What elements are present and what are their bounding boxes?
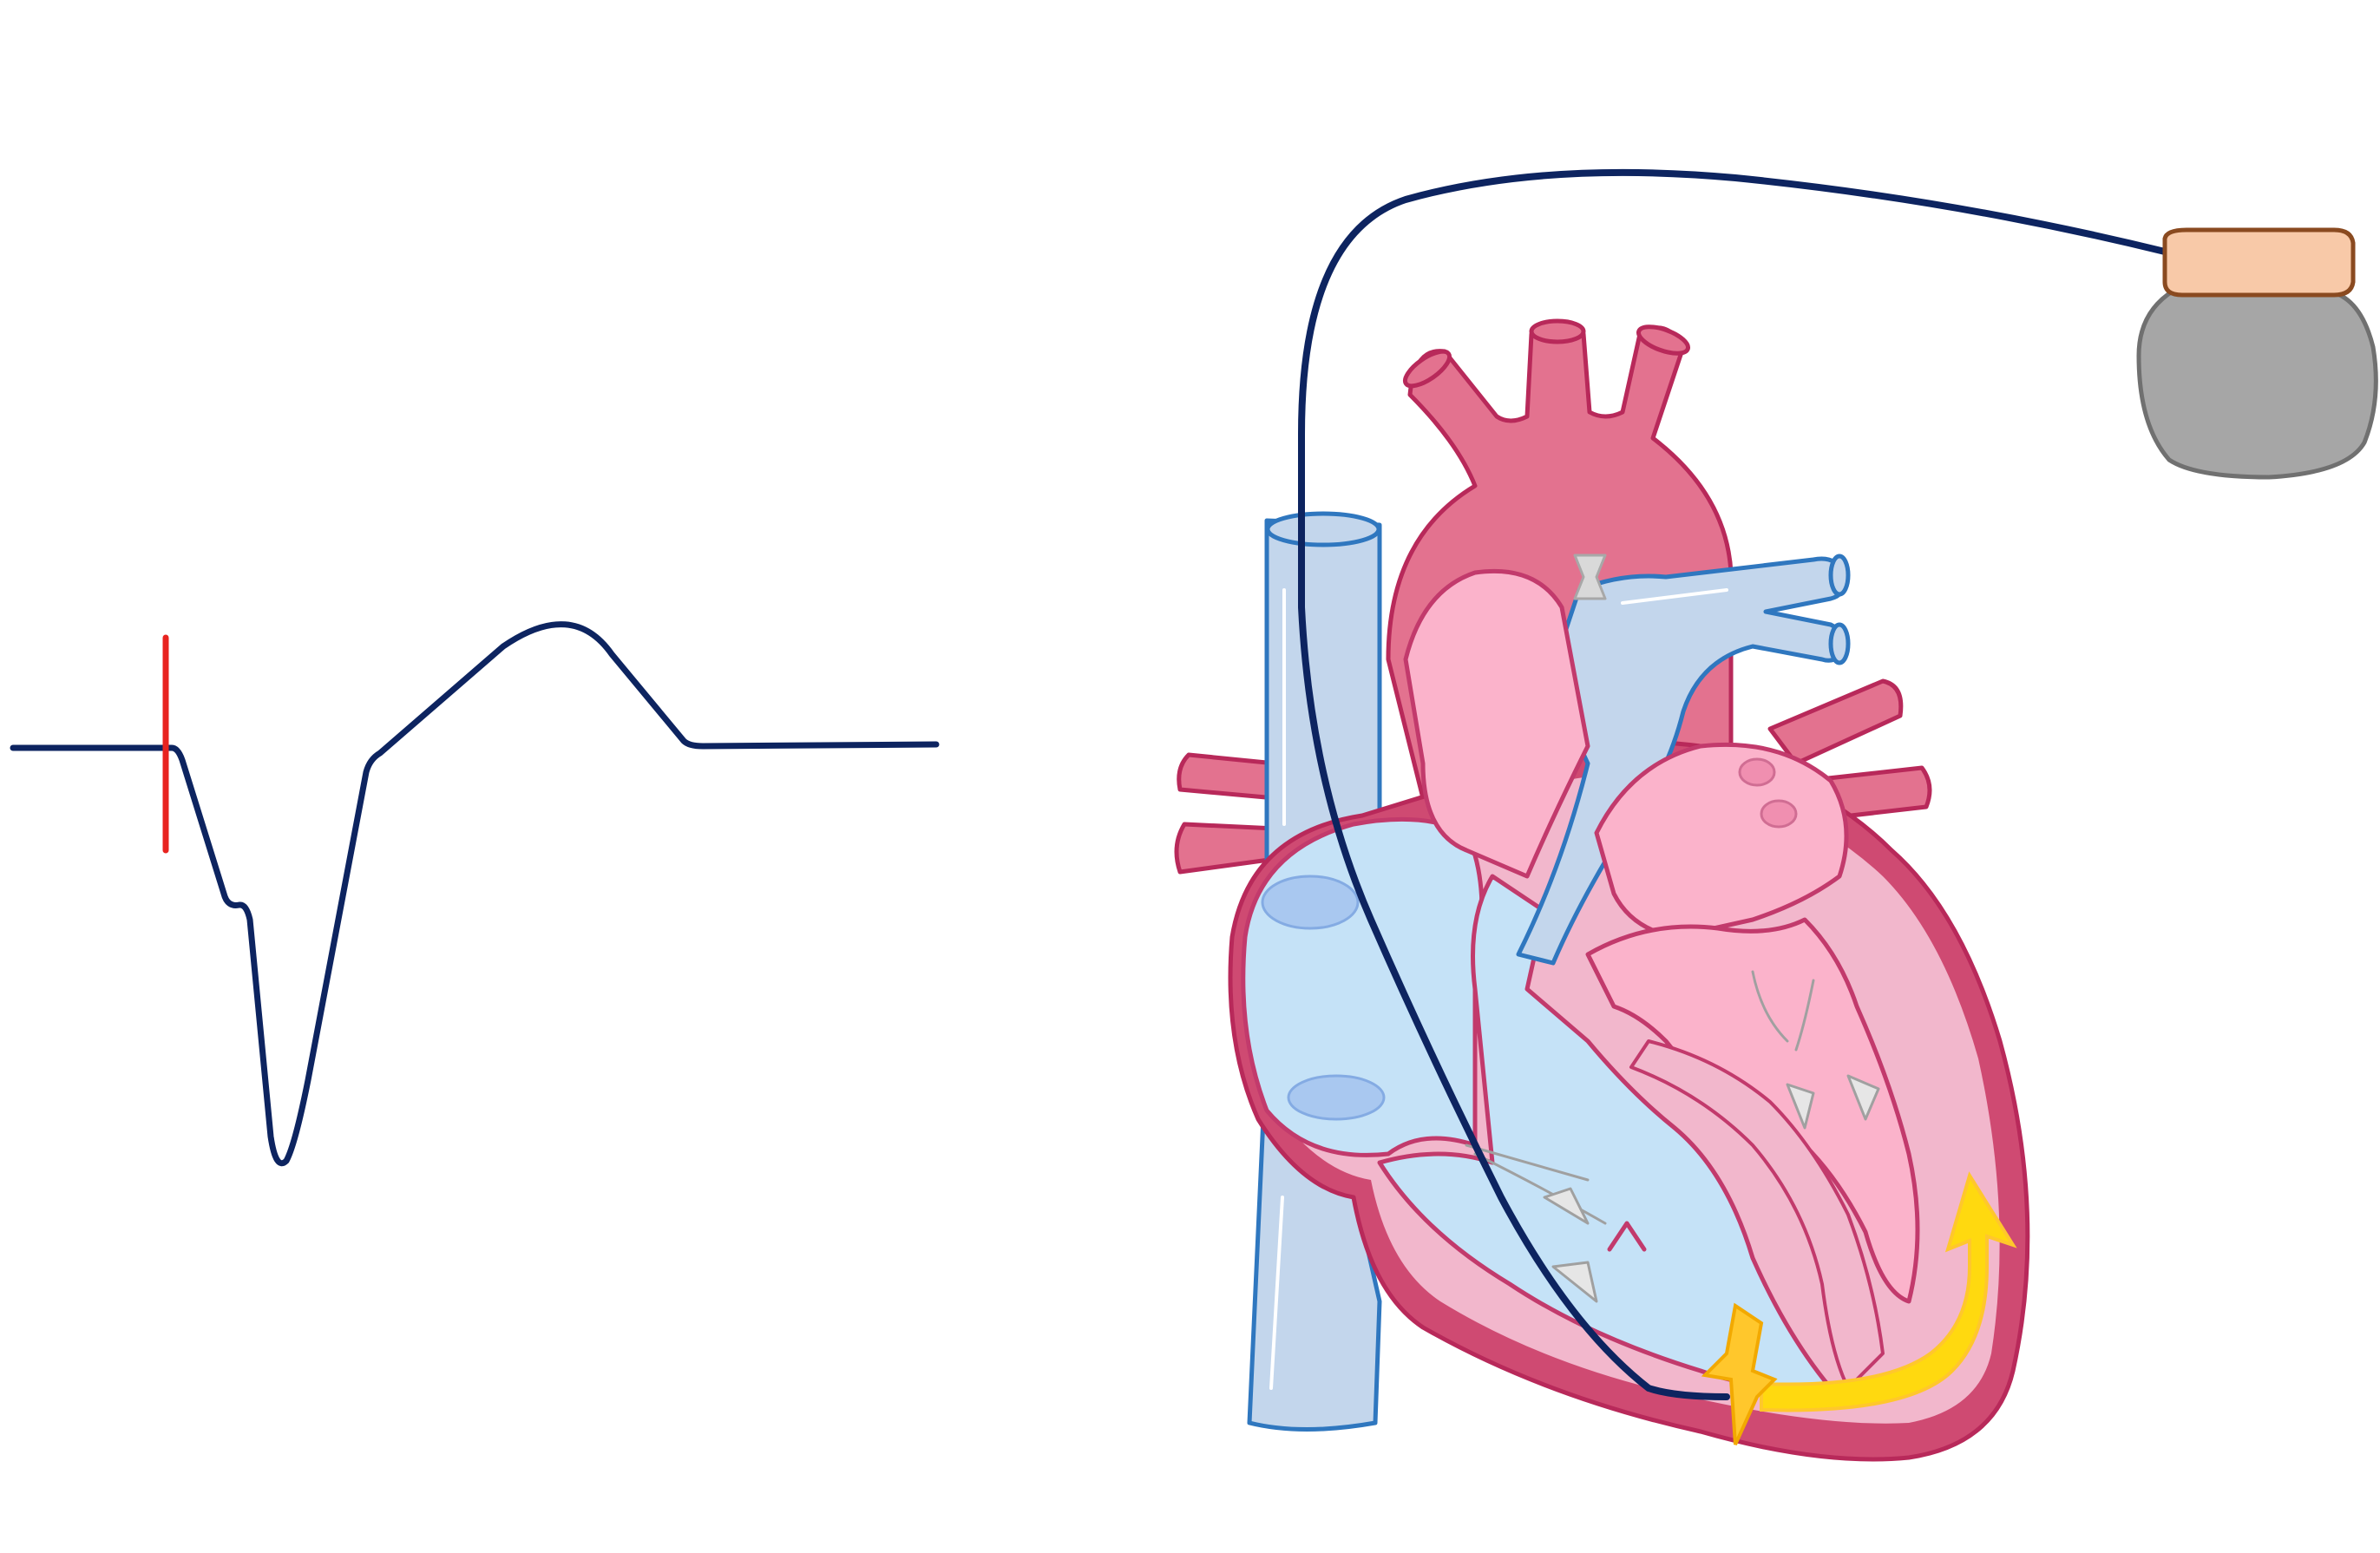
valve-mark (1607, 1221, 1647, 1252)
ligamentum-arteriosum (1573, 554, 1607, 600)
pacemaker-device (2136, 227, 2378, 480)
tricuspid-valve (1465, 1143, 1607, 1303)
interventricular-septum (1629, 1039, 1885, 1390)
ascending-aorta-lumen (1403, 568, 1590, 879)
pulmonary-vein-lower (1174, 822, 1278, 875)
ecg-trace (10, 621, 940, 1167)
left-pulmonary-vein-upper (1767, 678, 1904, 766)
lightning-bolt-icon (1701, 1302, 1778, 1445)
pacemaker-can (2136, 288, 2378, 480)
pacemaker-header (2162, 227, 2356, 298)
pulmonary-vein-upper (1177, 752, 1278, 801)
pacemaker-lead (1298, 168, 2168, 1400)
mitral-valve (1751, 970, 1880, 1130)
right-ventricle (1377, 874, 1833, 1392)
conduction-arrow (1760, 1171, 2017, 1412)
electrical-stimulus (1701, 1171, 2017, 1445)
heart (1174, 318, 2030, 1462)
ecg-waveform (10, 621, 940, 1167)
